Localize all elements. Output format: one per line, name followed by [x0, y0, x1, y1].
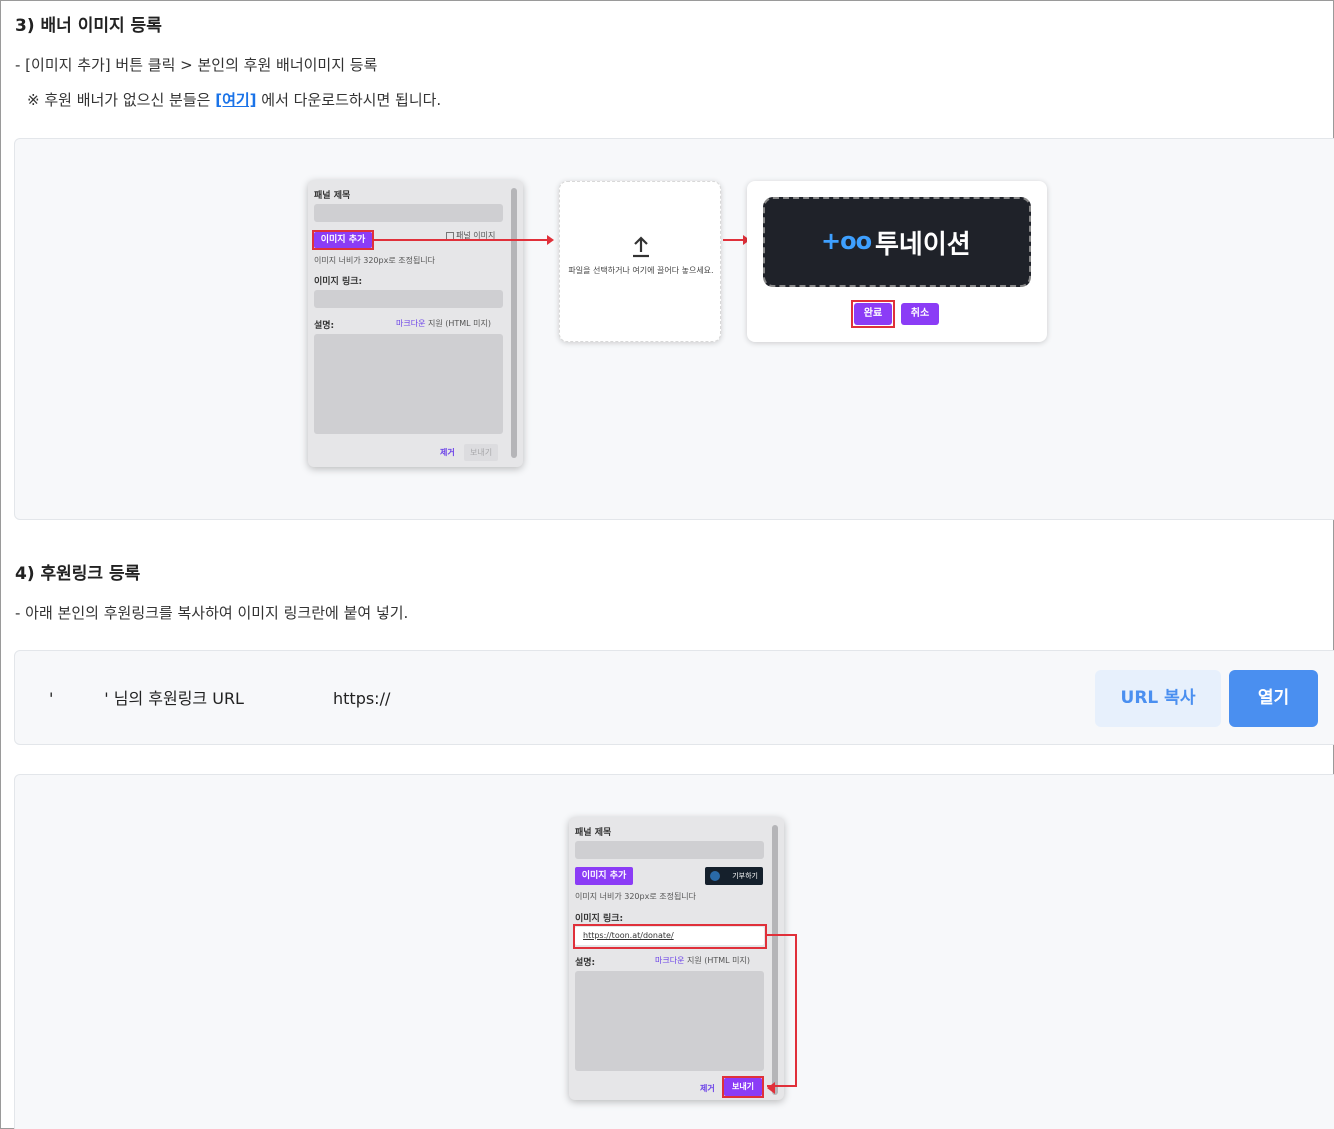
- arrow-to-banner: [723, 235, 750, 245]
- section-4-heading: 4) 후원링크 등록: [15, 564, 141, 584]
- panel-title-label: 패널 제목: [314, 191, 351, 201]
- send-button-disabled[interactable]: 보내기: [464, 444, 499, 461]
- panel-title-label: 패널 제목: [575, 828, 612, 838]
- add-image-button[interactable]: 이미지 추가: [575, 867, 633, 885]
- scrollbar[interactable]: [511, 188, 517, 458]
- remove-button[interactable]: 제거: [440, 448, 455, 457]
- width-notice: 이미지 너비가 320px로 조정됩니다: [314, 256, 436, 265]
- panel-title-input[interactable]: [575, 841, 764, 859]
- panel-image-checkbox-label: 패널 이미지: [456, 231, 496, 240]
- link-illustration-panel: 패널 제목 이미지 추가 기부하기 이미지 너비가 320px로 조정됩니다 이…: [14, 774, 1334, 1129]
- download-link[interactable]: [여기]: [215, 91, 257, 109]
- cancel-button[interactable]: 취소: [901, 303, 939, 325]
- markdown-hint: 마크다운 지원 (HTML 미지): [396, 318, 491, 329]
- image-link-label: 이미지 링크:: [314, 277, 363, 287]
- markdown-hint: 마크다운 지원 (HTML 미지): [655, 955, 750, 966]
- panel-editor-mock: 패널 제목 이미지 추가 패널 이미지 이미지 너비가 320px로 조정됩니다…: [308, 180, 523, 467]
- description-textarea[interactable]: [314, 334, 503, 434]
- banner-crop-card: +oo 투네이션 완료 취소: [747, 181, 1047, 342]
- scrollbar[interactable]: [772, 825, 778, 1095]
- highlight-send: [722, 1076, 764, 1098]
- banner-illustration-panel: 패널 제목 이미지 추가 패널 이미지 이미지 너비가 320px로 조정됩니다…: [14, 138, 1334, 520]
- url-copy-button[interactable]: URL 복사: [1095, 670, 1221, 727]
- section-3-step: - [이미지 추가] 버튼 클릭 > 본인의 후원 배너이미지 등록: [15, 56, 378, 74]
- send-button[interactable]: 보내기: [724, 1078, 762, 1096]
- open-button[interactable]: 열기: [1229, 670, 1318, 727]
- image-link-label: 이미지 링크:: [575, 914, 624, 924]
- connector-bracket: [767, 934, 797, 1087]
- add-image-button[interactable]: 이미지 추가: [314, 232, 372, 248]
- note-prefix: ※ 후원 배너가 없으신 분들은: [27, 91, 216, 109]
- image-link-input-filled[interactable]: https://toon.at/donate/: [575, 927, 764, 945]
- markdown-hint-suffix: 지원 (HTML 미지): [425, 319, 492, 328]
- width-notice: 이미지 너비가 320px로 조정됩니다: [575, 892, 697, 901]
- globe-icon: [710, 871, 720, 881]
- upload-icon: [631, 236, 651, 258]
- highlight-add-image: [312, 230, 374, 250]
- image-link-input[interactable]: [314, 290, 503, 308]
- donate-banner-thumbnail: 기부하기: [705, 867, 763, 885]
- section-3-note: ※ 후원 배너가 없으신 분들은 [여기] 에서 다운로드하시면 됩니다.: [27, 89, 441, 110]
- arrow-to-upload: [372, 235, 554, 245]
- toonation-logo-text: 투네이션: [875, 230, 971, 260]
- description-label: 설명:: [314, 321, 335, 331]
- donation-url-value[interactable]: https://: [333, 689, 391, 708]
- description-textarea[interactable]: [575, 971, 764, 1071]
- description-label: 설명:: [575, 958, 596, 968]
- donation-url-label: ' ' 님의 후원링크 URL: [49, 689, 244, 708]
- section-4-step: - 아래 본인의 후원링크를 복사하여 이미지 링크란에 붙여 넣기.: [15, 604, 409, 622]
- upload-dropzone[interactable]: 파일을 선택하거나 여기에 끌어다 놓으세요.: [559, 181, 721, 342]
- banner-controls: 완료 취소: [747, 181, 1047, 342]
- connector-arrowhead: [767, 1082, 775, 1094]
- upload-text: 파일을 선택하거나 여기에 끌어다 놓으세요.: [568, 266, 714, 275]
- banner-image-preview[interactable]: +oo 투네이션: [763, 197, 1031, 287]
- markdown-link[interactable]: 마크다운: [396, 319, 426, 328]
- toonation-logo-mark: +oo: [821, 227, 872, 255]
- donation-url-panel: ' ' 님의 후원링크 URL https:// URL 복사 열기: [14, 650, 1334, 745]
- donate-thumb-text: 기부하기: [732, 872, 758, 880]
- confirm-button[interactable]: 완료: [854, 303, 892, 325]
- remove-button[interactable]: 제거: [700, 1084, 715, 1093]
- markdown-hint-suffix: 지원 (HTML 미지): [684, 956, 751, 965]
- section-3-heading: 3) 배너 이미지 등록: [15, 16, 162, 36]
- panel-editor-mock-2: 패널 제목 이미지 추가 기부하기 이미지 너비가 320px로 조정됩니다 이…: [569, 817, 784, 1100]
- highlight-confirm: [851, 300, 895, 328]
- note-suffix: 에서 다운로드하시면 됩니다.: [256, 91, 442, 109]
- markdown-link[interactable]: 마크다운: [655, 956, 685, 965]
- panel-title-input[interactable]: [314, 204, 503, 222]
- highlight-image-link: [573, 924, 767, 949]
